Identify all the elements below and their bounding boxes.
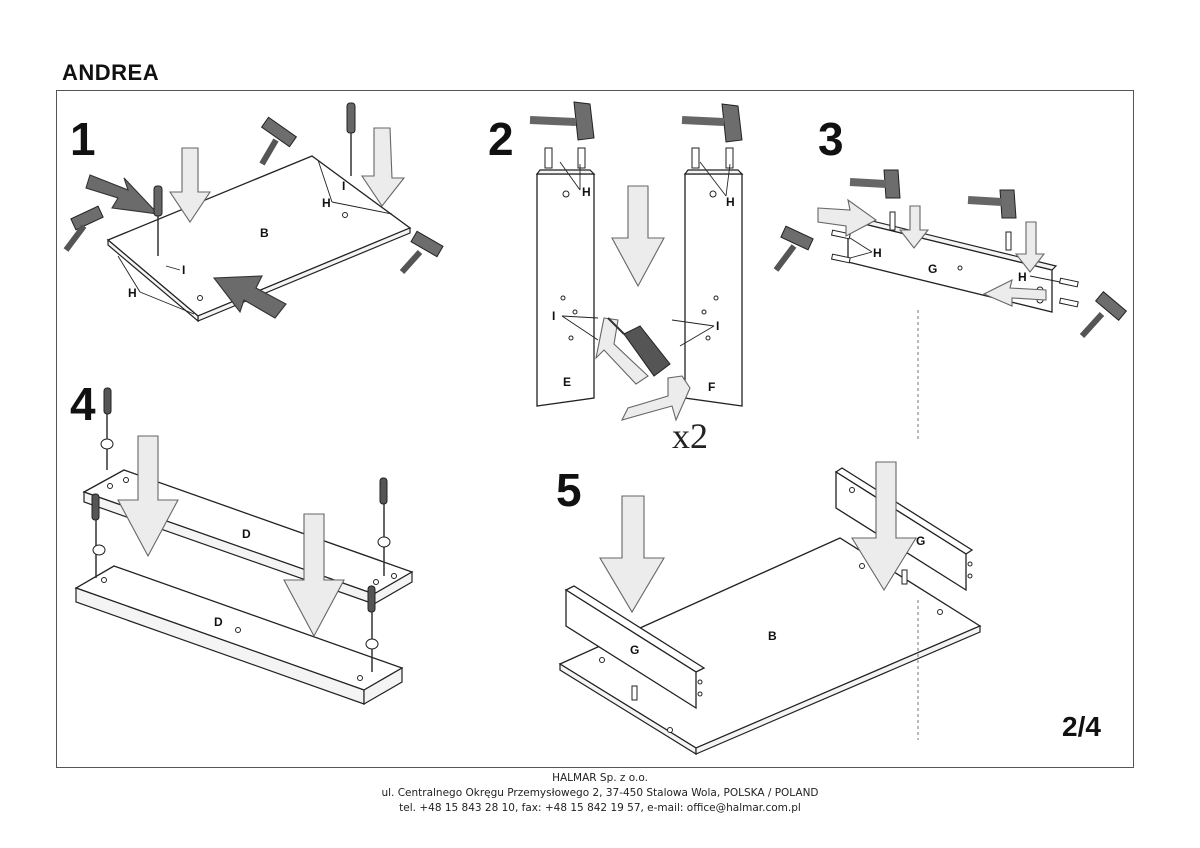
step-4-top-label: D <box>242 527 251 541</box>
document-title: ANDREA <box>62 60 160 85</box>
step-1-panel-label: B <box>260 226 269 240</box>
footer-company: HALMAR Sp. z o.o. <box>552 772 648 784</box>
step-3-dowel-label-2: H <box>1018 270 1027 284</box>
step-3: 3 G H H <box>773 113 1128 440</box>
step-1: 1 B <box>63 102 444 323</box>
instruction-frame <box>56 90 1134 768</box>
right-arrow-icon <box>817 198 878 237</box>
screwdriver-icon <box>153 185 163 256</box>
curved-arrow-icon <box>620 375 691 422</box>
down-arrow-icon <box>851 461 917 592</box>
push-arrow-icon <box>85 174 160 215</box>
step-5-rail-left-label: G <box>630 643 639 657</box>
multiplier-label: x2 <box>672 416 708 456</box>
rail-g-right <box>835 470 967 592</box>
screwdriver-icon <box>377 477 391 576</box>
down-arrow-icon <box>599 495 665 614</box>
hammer-icon <box>1079 291 1128 339</box>
step-3-rail-label: G <box>928 262 937 276</box>
down-arrow-icon <box>283 513 345 638</box>
step-5-number: 5 <box>556 464 582 516</box>
screwdriver-icon <box>365 585 379 672</box>
step-2-cam-label-1: I <box>552 309 555 323</box>
step-1-number: 1 <box>70 113 96 165</box>
hammer-icon <box>849 169 901 199</box>
down-arrow-icon <box>117 435 179 558</box>
step-2-number: 2 <box>488 113 514 165</box>
step-5-rail-right-label: G <box>916 534 925 548</box>
hammer-icon <box>529 101 595 141</box>
step-5: 5 B G G <box>556 461 982 756</box>
side-panel-e <box>536 173 595 407</box>
down-arrow-icon <box>611 185 665 288</box>
step-2-cam-label-2: I <box>716 319 719 333</box>
hammer-icon <box>967 189 1017 219</box>
step-2: 2 E F H H I I <box>488 101 744 456</box>
hammer-icon <box>63 205 104 252</box>
page-number: 2/4 <box>1062 711 1101 742</box>
down-arrow-icon <box>898 205 930 249</box>
down-arrow-icon <box>168 147 212 223</box>
hammer-icon <box>681 103 743 143</box>
down-arrow-icon <box>1014 221 1046 273</box>
step-4: 4 D D <box>70 378 414 706</box>
step-4-number: 4 <box>70 378 96 430</box>
step-4-bottom-label: D <box>214 615 223 629</box>
hammer-icon <box>399 230 444 275</box>
screwdriver-icon <box>91 493 106 578</box>
step-3-dowel-label-1: H <box>873 246 882 260</box>
step-1-dowel-label-2: H <box>322 196 331 210</box>
step-2-dowel-label-1: H <box>582 185 591 199</box>
curved-arrow-icon <box>595 317 649 385</box>
step-1-cam-label-2: I <box>342 179 345 193</box>
hammer-icon <box>773 225 814 272</box>
left-arrow-icon <box>982 278 1047 307</box>
step-3-number: 3 <box>818 113 844 165</box>
hammer-icon <box>259 116 298 166</box>
step-2-right-label: F <box>708 380 715 394</box>
push-arrow-icon <box>212 275 287 319</box>
step-1-cam-label-1: I <box>182 263 185 277</box>
rail-g-left <box>565 588 697 710</box>
screwdriver-icon <box>346 102 356 176</box>
screwdriver-icon <box>100 387 114 470</box>
down-arrow-icon <box>360 127 406 207</box>
step-1-dowel-label-1: H <box>128 286 137 300</box>
step-5-panel-label: B <box>768 629 777 643</box>
footer-contact: tel. +48 15 843 28 10, fax: +48 15 842 1… <box>399 802 801 814</box>
footer: HALMAR Sp. z o.o. ul. Centralnego Okręgu… <box>0 771 1200 816</box>
step-2-left-label: E <box>563 375 571 389</box>
footer-address: ul. Centralnego Okręgu Przemysłowego 2, … <box>381 787 819 799</box>
screwdriver-icon <box>607 317 671 377</box>
step-2-dowel-label-2: H <box>726 195 735 209</box>
